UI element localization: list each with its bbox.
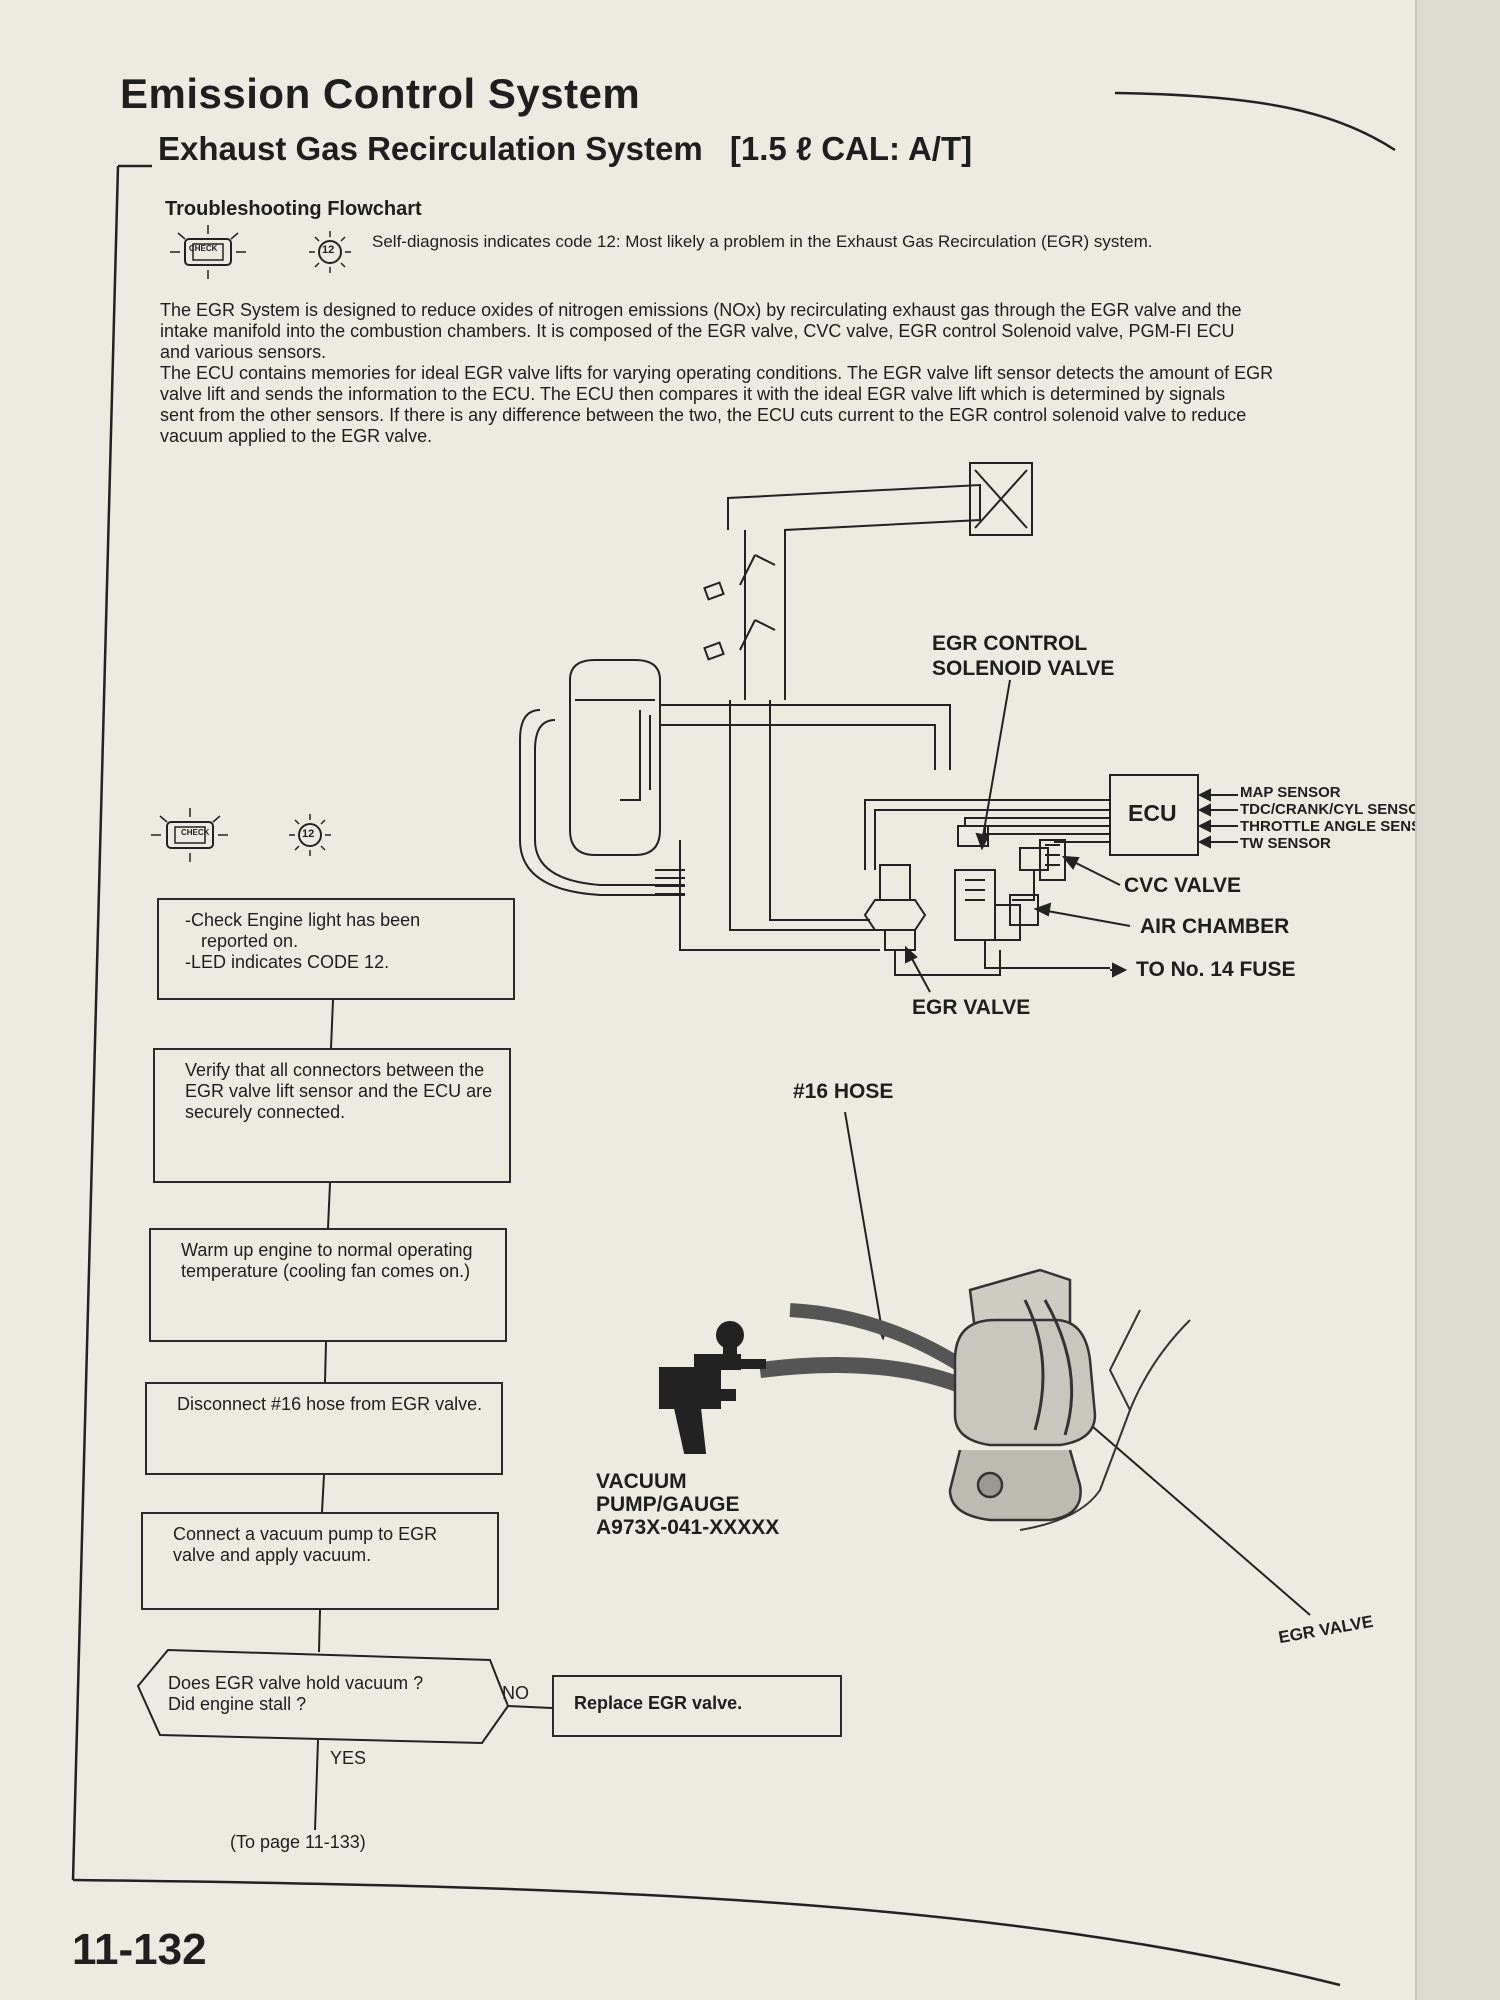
subtitle-bracket: [1.5 ℓ CAL: A/T] xyxy=(729,130,973,167)
tw-sensor-label: TW SENSOR xyxy=(1240,835,1331,852)
description-line: The EGR System is designed to reduce oxi… xyxy=(160,300,1242,320)
led-code-icon xyxy=(289,814,331,856)
flow-step-4: Disconnect #16 hose from EGR valve. xyxy=(145,1382,503,1475)
solenoid-label-l1: EGR CONTROL xyxy=(932,632,1088,655)
next-page-edge xyxy=(1415,0,1500,2000)
pump-label-l1: VACUUM xyxy=(596,1470,687,1493)
description-line: The ECU contains memories for ideal EGR … xyxy=(160,363,1274,383)
no-label: NO xyxy=(502,1683,529,1703)
description-line: vacuum applied to the EGR valve. xyxy=(160,426,433,446)
check-engine-icon xyxy=(151,808,228,862)
subtitle-text: Exhaust Gas Recirculation System xyxy=(158,130,703,167)
vacuum-pump-illustration xyxy=(659,1321,766,1454)
manual-page: Emission Control System Exhaust Gas Reci… xyxy=(71,70,1444,1987)
check-label: CHECK xyxy=(189,244,218,253)
flow-step-1-line: -Check Engine light has been xyxy=(185,910,421,930)
check-engine-icon xyxy=(170,225,246,279)
flowchart-heading: Troubleshooting Flowchart xyxy=(165,198,422,220)
continue-page: (To page 11-133) xyxy=(230,1832,366,1852)
check-label: CHECK xyxy=(181,828,210,837)
description-line: intake manifold into the combustion cham… xyxy=(160,321,1235,341)
section-title: Exhaust Gas Recirculation System [1.5 ℓ … xyxy=(158,130,972,168)
flow-step-1: -Check Engine light has been reported on… xyxy=(157,898,515,1000)
led-code-icon xyxy=(309,231,351,273)
replace-egr-box: Replace EGR valve. xyxy=(552,1675,842,1737)
page-number: 11-132 xyxy=(72,1925,207,1974)
description: The EGR System is designed to reduce oxi… xyxy=(160,300,1400,447)
egr-valve-label: EGR VALVE xyxy=(912,996,1031,1019)
ecu-wiring xyxy=(864,799,1110,976)
flow-step-5: Connect a vacuum pump to EGR valve and a… xyxy=(141,1512,499,1610)
pump-part-number: A973X-041-XXXXX xyxy=(596,1516,780,1539)
fuse-label: TO No. 14 FUSE xyxy=(1136,958,1296,981)
header-rules xyxy=(71,91,1396,1987)
ecu-box xyxy=(1109,774,1199,856)
pump-label-l2: PUMP/GAUGE xyxy=(596,1493,740,1516)
description-line: sent from the other sensors. If there is… xyxy=(160,405,1247,425)
canister xyxy=(519,659,685,896)
air-chamber-label: AIR CHAMBER xyxy=(1140,915,1290,938)
code-label: 12 xyxy=(302,828,315,840)
decision-line-1: Does EGR valve hold vacuum ? xyxy=(168,1673,424,1693)
tdc-sensor-label: TDC/CRANK/CYL SENSOR xyxy=(1240,801,1431,818)
hose-label: #16 HOSE xyxy=(793,1080,894,1103)
check-code-icons xyxy=(170,225,351,279)
self-diagnosis-text: Self-diagnosis indicates code 12: Most l… xyxy=(372,232,1153,251)
solenoid-label-l2: SOLENOID VALVE xyxy=(932,657,1115,680)
page-title: Emission Control System xyxy=(120,70,641,117)
flow-step-3: Warm up engine to normal operating tempe… xyxy=(149,1228,507,1342)
yes-label: YES xyxy=(330,1748,367,1768)
ecu-label: ECU xyxy=(1128,800,1177,826)
cvc-valve-label: CVC VALVE xyxy=(1124,874,1242,897)
vacuum-lines xyxy=(660,700,951,951)
egr-valve-illustration xyxy=(759,1268,1191,1531)
map-sensor-label: MAP SENSOR xyxy=(1240,784,1341,801)
flowchart-icons xyxy=(151,808,331,862)
throttle-sensor-label: THROTTLE ANGLE SENSOR xyxy=(1240,818,1444,835)
flow-step-1-line: reported on. xyxy=(201,931,299,951)
egr-valve-schematic xyxy=(863,864,927,951)
cvc-valve-schematic xyxy=(1012,839,1066,901)
description-line: and various sensors. xyxy=(160,342,327,362)
flow-step-2: Verify that all connectors between the E… xyxy=(153,1048,511,1183)
flowchart-connectors xyxy=(136,999,553,1831)
flow-step-1-line: -LED indicates CODE 12. xyxy=(185,952,390,972)
sensor-arrows xyxy=(1197,788,1238,849)
intake-pipe xyxy=(703,462,1033,700)
decision-line-2: Did engine stall ? xyxy=(168,1694,307,1714)
code-label: 12 xyxy=(322,244,335,256)
description-line: valve lift and sends the information to … xyxy=(160,384,1226,404)
egr-schematic xyxy=(519,462,1311,1616)
